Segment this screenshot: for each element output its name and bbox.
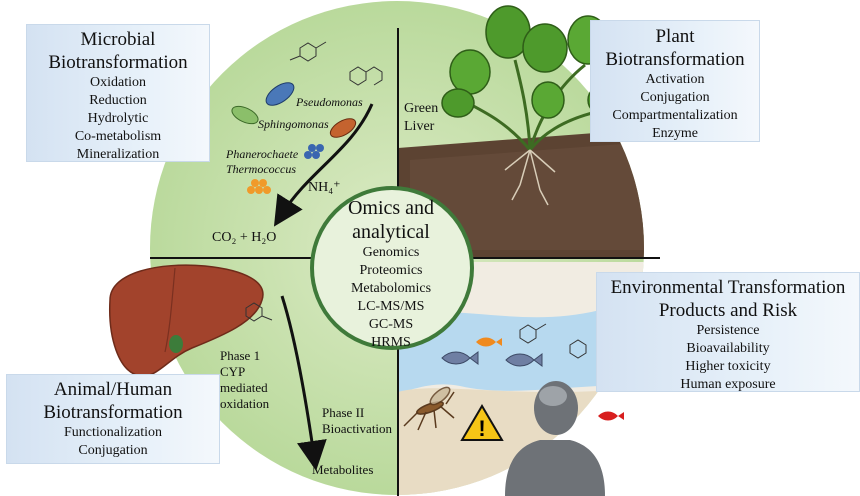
co2-h2o-label: CO₂ + H₂O xyxy=(212,230,277,245)
plant-item: Enzyme xyxy=(652,126,698,141)
center-item: LC-MS/MS xyxy=(357,299,425,314)
center-item: Proteomics xyxy=(359,263,423,278)
svg-text:!: ! xyxy=(478,416,485,441)
environment-item: Human exposure xyxy=(680,377,776,392)
plant-title: Plant Biotransformation xyxy=(605,26,745,70)
microbial-item: Oxidation xyxy=(90,75,146,90)
center-item: Genomics xyxy=(362,245,420,260)
microbial-item: Reduction xyxy=(89,93,147,108)
plant-box: Plant Biotransformation Activation Conju… xyxy=(590,20,760,142)
environment-box: Environmental Transformation Products an… xyxy=(596,272,860,392)
microbial-box: Microbial Biotransformation Oxidation Re… xyxy=(26,24,210,162)
environment-item: Bioavailability xyxy=(686,341,770,356)
mosquito-icon xyxy=(403,386,455,431)
environment-item: Persistence xyxy=(696,323,760,338)
plant-item: Conjugation xyxy=(640,90,710,105)
organism-label: Pseudomonas xyxy=(296,95,363,109)
plant-item: Compartmentalization xyxy=(612,108,738,123)
metabolites-label: Metabolites xyxy=(312,462,374,477)
center-item: Metabolomics xyxy=(350,281,432,296)
animal-box: Animal/Human Biotransformation Functiona… xyxy=(6,374,220,464)
microbial-arrow xyxy=(273,103,374,227)
human-head-icon xyxy=(505,381,605,496)
animal-title: Animal/Human Biotransformation xyxy=(43,379,183,423)
organism-label: Thermococcus xyxy=(226,162,296,176)
center-item: HRMS xyxy=(371,335,411,350)
molecule-icon xyxy=(245,41,587,359)
water-area xyxy=(398,310,644,392)
organism-label: Sphingomonas xyxy=(258,117,329,131)
plant-item: Activation xyxy=(645,72,705,87)
environment-item: Higher toxicity xyxy=(685,359,771,374)
bacteria-icon xyxy=(231,82,357,194)
microbial-item: Hydrolytic xyxy=(87,111,149,126)
plant-icon xyxy=(441,5,625,206)
metabolism-arrow xyxy=(280,295,327,471)
environment-title: Environmental Transformation Products an… xyxy=(610,277,846,321)
microbial-item: Mineralization xyxy=(76,147,160,162)
green-liver-label: Green Liver xyxy=(404,101,439,134)
animal-item: Functionalization xyxy=(64,425,162,440)
phase2-label: Phase II Bioactivation xyxy=(322,405,393,436)
organism-label: Phanerochaete xyxy=(226,147,299,161)
fish-icon xyxy=(441,337,624,421)
ammonium-label: NH₄⁺ xyxy=(308,180,341,195)
microbial-item: Co-metabolism xyxy=(74,129,162,144)
omics-center: Omics and analytical Genomics Proteomics… xyxy=(312,190,470,350)
animal-item: Conjugation xyxy=(78,443,148,458)
phase1-label: Phase 1 CYP mediated oxidation xyxy=(220,348,270,411)
center-circle xyxy=(310,186,474,350)
microbial-title: Microbial Biotransformation xyxy=(48,29,188,73)
center-item: GC-MS xyxy=(368,317,414,332)
liver-icon xyxy=(109,264,264,377)
center-title: Omics and analytical xyxy=(347,197,435,243)
